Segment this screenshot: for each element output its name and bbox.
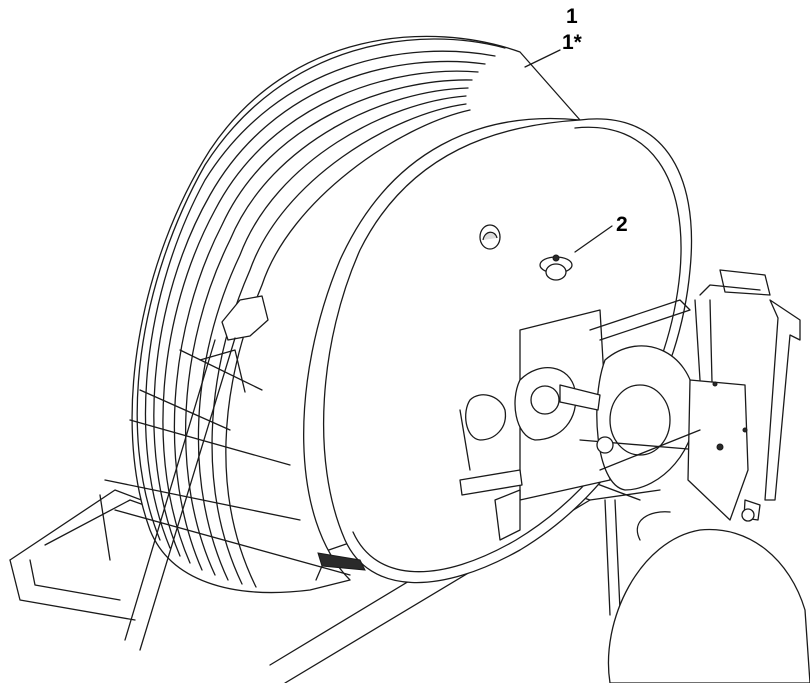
callout-1: 1 [566,5,578,28]
drive-mechanism [459,309,701,541]
frame-rail [589,299,701,471]
crank-handle [315,552,366,581]
hose-guide-arm [99,295,351,651]
hose-drum [131,35,581,594]
wing-nut [539,254,573,281]
wheel-fragment [607,511,810,683]
callout-2: 2 [616,213,628,236]
callout-1-star: 1* [562,31,582,54]
leader-lines [524,49,613,253]
mount-bracket [687,269,801,522]
